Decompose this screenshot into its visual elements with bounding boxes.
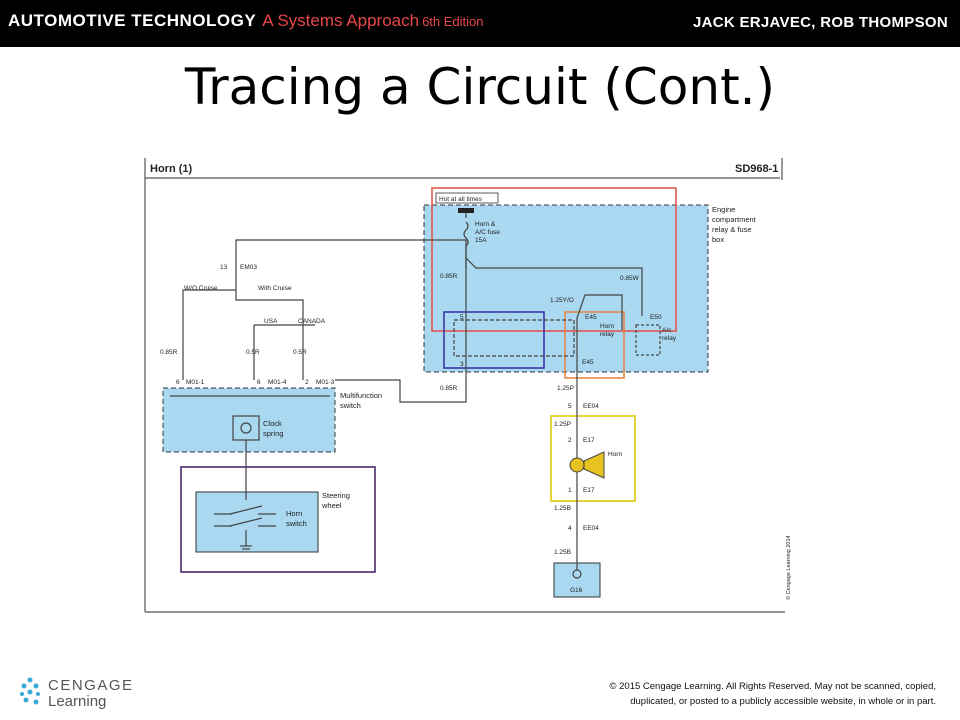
copyright-notice: © 2015 Cengage Learning. All Rights Rese… [536, 679, 936, 709]
label-canada: CANADA [298, 318, 326, 325]
label-e45-bottom: E45 [582, 359, 594, 366]
book-name: AUTOMOTIVE TECHNOLOGY [8, 11, 257, 30]
label-multifunction-2: switch [340, 401, 361, 410]
label-ee04-top-pin: 5 [568, 403, 572, 410]
label-ee04-top: EE04 [583, 403, 599, 410]
label-wire-05r-a: 0.5R [246, 349, 260, 356]
label-ee04-bottom: EE04 [583, 525, 599, 532]
diagram-code: SD968-1 [735, 163, 778, 175]
label-with-cruise: With Cruise [258, 285, 292, 292]
label-em03-pin: 13 [220, 264, 228, 271]
label-wire-05r-b: 0.5R [293, 349, 307, 356]
label-wire-125yo: 1.25Y/O [550, 297, 574, 304]
label-pin5: 5 [460, 314, 464, 321]
trace-orange [564, 311, 625, 379]
label-wire-125b-b: 1.25B [554, 549, 571, 556]
label-clock-spring-1: Clock [263, 419, 282, 428]
engine-compartment-box [423, 204, 709, 373]
book-authors: JACK ERJAVEC, ROB THOMPSON [692, 14, 948, 31]
label-wire-085r-bottom: 0.85R [440, 385, 458, 392]
horn-bell-icon [583, 451, 605, 479]
label-engine-box-4: box [712, 235, 724, 244]
label-ac-relay-2: relay [662, 335, 677, 342]
diagram-frame [144, 158, 785, 613]
label-ac-relay-1: A/c [662, 327, 672, 334]
label-wire-085w: 0.85W [620, 275, 640, 282]
label-engine-box-3: relay & fuse [712, 225, 752, 234]
label-fuse-line2: A/C fuse [475, 229, 500, 236]
label-steering-2: wheel [321, 501, 342, 510]
label-m01-1: M01-1 [186, 379, 205, 386]
side-credit: © Cengage Learning 2014 [785, 535, 792, 600]
book-subtitle: A Systems Approach [262, 11, 420, 30]
cengage-logo-icon [20, 677, 40, 705]
label-engine-box-1: Engine [712, 205, 735, 214]
label-engine-box-2: compartment [712, 215, 757, 224]
label-wire-125p-b: 1.25P [554, 421, 571, 428]
label-m01-3: M01-3 [316, 379, 335, 386]
label-m01-1-pin: 6 [176, 379, 180, 386]
label-wire-085r-top: 0.85R [440, 273, 458, 280]
label-ground: G16 [570, 587, 583, 594]
label-m01-4: M01-4 [268, 379, 287, 386]
label-wo-cruise: W/O Cruise [184, 285, 218, 292]
book-edition: 6th Edition [422, 14, 484, 29]
label-hot-at-all-times: Hot at all times [439, 196, 483, 203]
label-horn-switch-2: switch [286, 519, 307, 528]
copyright-line-1: © 2015 Cengage Learning. All Rights Rese… [609, 681, 936, 692]
diagram-title: Horn (1) [150, 163, 193, 175]
label-fuse-line1: Horn & [475, 221, 496, 228]
label-e17-bottom: E17 [583, 487, 595, 494]
label-multifunction-1: Multifunction [340, 391, 382, 400]
label-e17-top-pin: 2 [568, 437, 572, 444]
label-wire-125b-a: 1.25B [554, 505, 571, 512]
label-steering-1: Steering [322, 491, 350, 500]
horn-switch-box [195, 491, 319, 553]
trace-blue [443, 311, 545, 369]
label-m01-4-pin: 6 [257, 379, 261, 386]
label-ee04-bottom-pin: 4 [568, 525, 572, 532]
label-clock-spring-2: spring [263, 429, 283, 438]
trace-red [431, 187, 677, 332]
logo-text-learning: Learning [48, 693, 107, 710]
label-em03: EM03 [240, 264, 257, 271]
horn-icon [569, 457, 585, 473]
copyright-line-2: duplicated, or posted to a publicly acce… [630, 696, 936, 707]
fuse-bus-bar [458, 208, 474, 213]
label-e50: E50 [650, 314, 662, 321]
label-horn-relay-2: relay [600, 331, 615, 338]
label-usa: USA [264, 318, 278, 325]
label-fuse-line3: 15A [475, 237, 487, 244]
label-e17-top: E17 [583, 437, 595, 444]
label-horn-switch-1: Horn [286, 509, 302, 518]
wiring [170, 208, 661, 579]
slide-title: Tracing a Circuit (Cont.) [184, 58, 776, 116]
ground-block [553, 562, 601, 598]
label-m01-3-pin: 2 [305, 379, 309, 386]
label-pin3: 3 [460, 361, 464, 368]
label-wire-125p-a: 1.25P [557, 385, 574, 392]
trace-yellow [550, 415, 636, 502]
logo-text-cengage: CENGAGE [48, 677, 134, 694]
label-e17-bottom-pin: 1 [568, 487, 572, 494]
trace-purple [180, 466, 376, 573]
label-horn: Horn [608, 451, 622, 458]
multifunction-switch-box [162, 387, 336, 453]
label-horn-relay-1: Horn [600, 323, 614, 330]
label-e45-top: E45 [585, 314, 597, 321]
label-wire-085r-left: 0.85R [160, 349, 178, 356]
